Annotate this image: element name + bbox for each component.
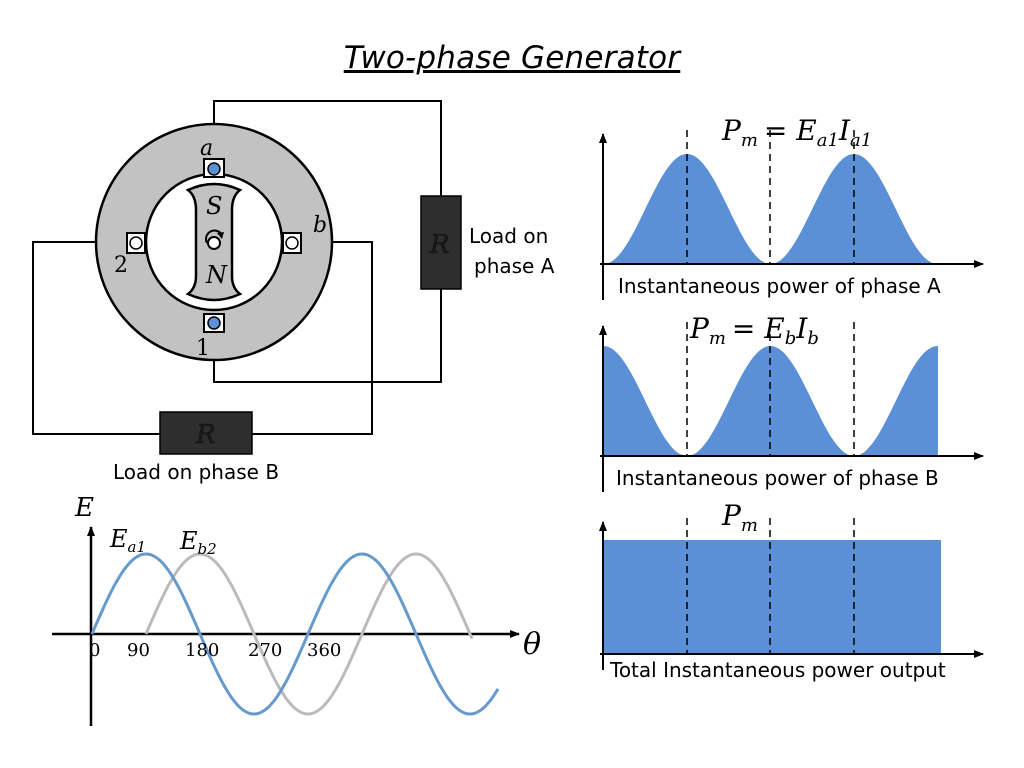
terminal-b-label: b bbox=[313, 213, 327, 238]
resistor-phase-b bbox=[159, 411, 253, 455]
panel-a-caption: Instantaneous power of phase A bbox=[618, 274, 941, 298]
load-a-label-line2: phase A bbox=[474, 254, 555, 278]
series-b-label: Eb2 bbox=[179, 527, 217, 558]
panel-a-formula: Pm= Ea1Ia1 bbox=[721, 114, 872, 151]
pole-n-label: N bbox=[205, 261, 228, 289]
series-a-label: Ea1 bbox=[109, 525, 146, 556]
wire-phase-b-left bbox=[32, 241, 160, 435]
rotation-arrowhead-icon bbox=[217, 232, 224, 239]
resistor-phase-a bbox=[420, 195, 462, 290]
power-area-phase-a bbox=[604, 154, 940, 264]
resistor-a-label: R bbox=[429, 230, 450, 260]
tick-label-90: 90 bbox=[127, 640, 150, 661]
tick-label-270: 270 bbox=[248, 640, 282, 661]
terminal-1-label: 1 bbox=[196, 336, 210, 361]
terminal-2 bbox=[126, 232, 146, 254]
terminal-a bbox=[203, 158, 225, 178]
rotor-shaft bbox=[207, 236, 221, 250]
load-a-label-line1: Load on bbox=[469, 224, 548, 248]
tick-label-0: 0 bbox=[89, 640, 100, 661]
pole-s-label: S bbox=[206, 192, 222, 220]
power-area-phase-b bbox=[604, 346, 938, 456]
waveform-x-label: θ bbox=[523, 627, 541, 662]
terminal-1 bbox=[203, 313, 225, 333]
power-panel-total: Pm Total Instantaneous power output bbox=[599, 499, 984, 682]
waveform-series-a bbox=[90, 552, 500, 716]
power-area-total bbox=[604, 540, 941, 653]
power-panel-phase-a: Pm= Ea1Ia1 Instantaneous power of phase … bbox=[599, 114, 984, 300]
terminal-2-label: 2 bbox=[114, 253, 128, 278]
panel-b-formula: Pm= EbIb bbox=[689, 312, 819, 349]
waveform-y-label: E bbox=[74, 493, 94, 523]
emf-waveform-plot: E θ Ea1 Eb2 0 90 180 270 360 bbox=[52, 493, 541, 726]
terminal-b bbox=[282, 232, 302, 254]
panel-total-caption: Total Instantaneous power output bbox=[609, 658, 946, 682]
page-title: Two-phase Generator bbox=[343, 40, 681, 76]
tick-label-180: 180 bbox=[185, 640, 219, 661]
tick-label-360: 360 bbox=[307, 640, 341, 661]
terminal-a-label: a bbox=[200, 136, 213, 161]
power-panel-phase-b: Pm= EbIb Instantaneous power of phase B bbox=[599, 312, 984, 492]
waveform-series-b bbox=[144, 552, 474, 716]
panel-total-formula: Pm bbox=[721, 499, 758, 536]
generator-diagram: a b 2 1 S N R R Load on phase A Load on … bbox=[32, 100, 555, 484]
resistor-b-label: R bbox=[195, 420, 216, 450]
panel-b-caption: Instantaneous power of phase B bbox=[616, 466, 939, 490]
load-b-label: Load on phase B bbox=[113, 460, 279, 484]
